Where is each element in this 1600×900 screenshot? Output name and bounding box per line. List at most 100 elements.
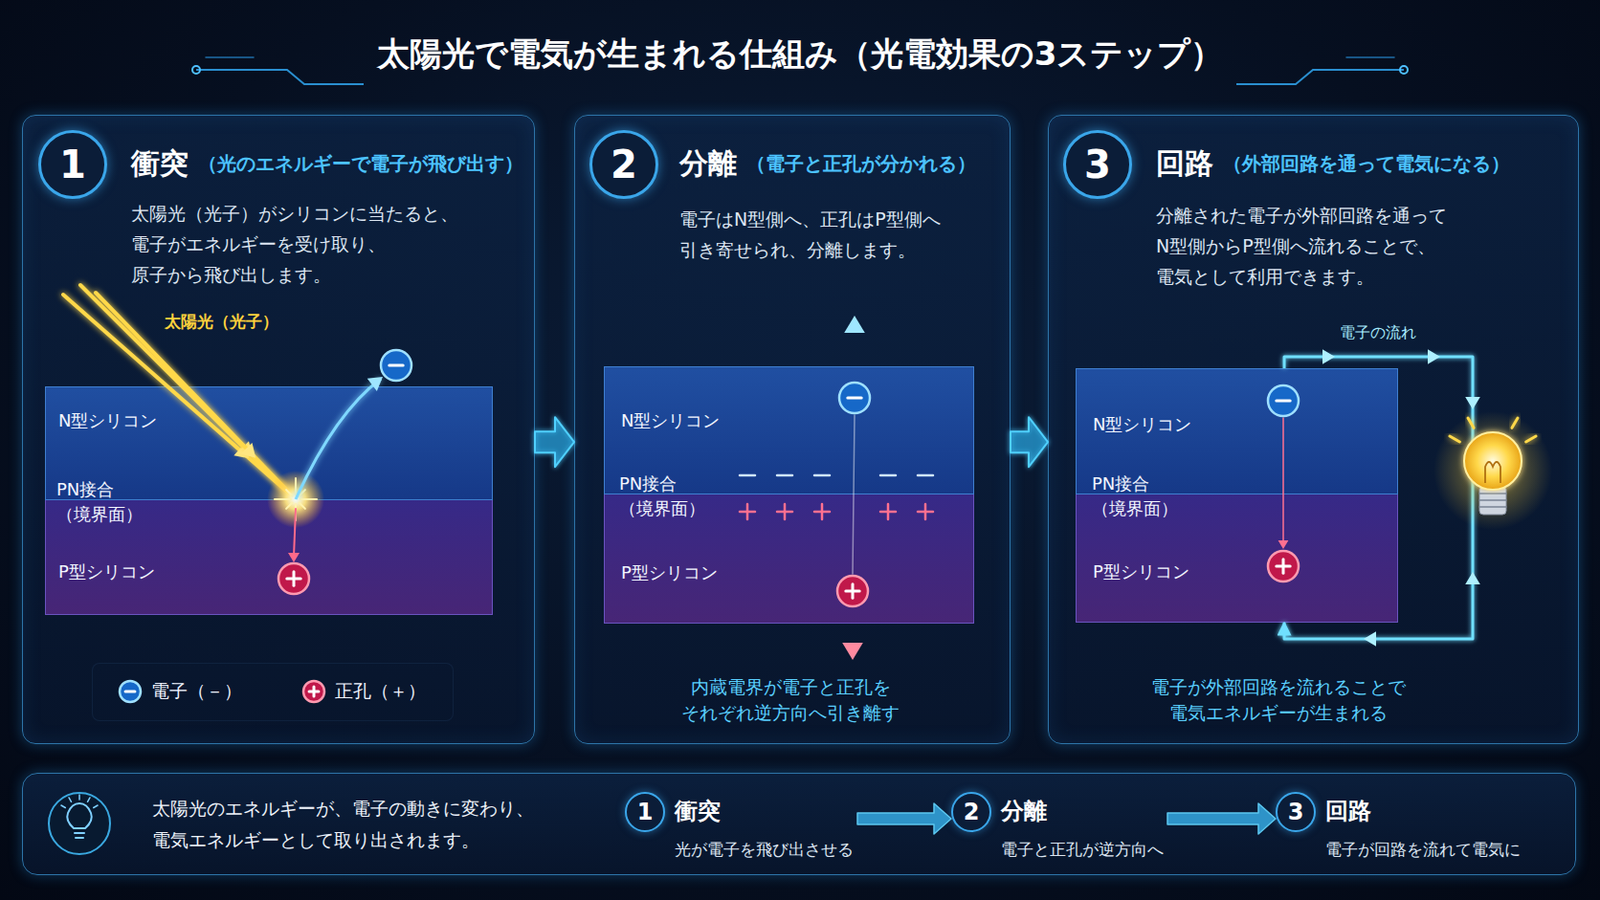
- sunlight-ray: [63, 294, 296, 500]
- summary-step: 1衝突光が電子を飛び出させる: [624, 792, 858, 864]
- sunlight-arrowhead: [240, 443, 262, 465]
- hole-symbol: [303, 681, 325, 703]
- hole-symbol: [1267, 551, 1299, 582]
- sign-stroke: [125, 690, 135, 694]
- impact-star: [294, 478, 297, 495]
- step-number: 2: [963, 799, 980, 826]
- step-summary: 光が電子を飛び出させる: [674, 838, 854, 862]
- pn-junction-line: [1181, 492, 1396, 495]
- text-holder: 回路: [1325, 796, 1372, 827]
- text-holder: 光が電子を飛び出させる: [674, 838, 854, 862]
- step-panel: 回路（外部回路を通って電気になる）分離された電子が外部回路を通って N型側からP…: [1047, 114, 1579, 745]
- text-holder: 分離: [1000, 796, 1047, 827]
- electron-symbol: [1267, 385, 1299, 417]
- text-holder: 回路: [1155, 144, 1214, 183]
- text-holder: 太陽光（光子）がシリコンに当たると、 電子がエネルギーを受け取り、 原子から飛び…: [131, 198, 462, 290]
- impact-star: [286, 489, 292, 496]
- text-holder: 衝突: [131, 144, 189, 183]
- light-bulb: [1464, 432, 1522, 490]
- label-holder: 電子が外部回路を流れることで 電気エネルギーが生まれる: [1150, 674, 1408, 727]
- flow-arrow: [534, 417, 575, 467]
- step-description: 太陽光（光子）がシリコンに当たると、 電子がエネルギーを受け取り、 原子から飛び…: [131, 198, 462, 290]
- idea-icon: [68, 798, 72, 802]
- flow-arrowhead: [1322, 349, 1335, 365]
- sign-stroke: [292, 572, 296, 586]
- positive-charge: [746, 504, 750, 520]
- idea-icon: [93, 805, 98, 809]
- bulb-ray: [1449, 436, 1460, 443]
- label-holder: 内蔵電界が電子と正孔を それぞれ逆方向へ引き離す: [680, 674, 902, 727]
- impact-star: [294, 504, 297, 521]
- text-holder: P型シリコン: [58, 559, 156, 585]
- step-heading: 回路: [1325, 796, 1372, 827]
- negative-charge: [739, 474, 756, 478]
- bulb-ray: [1467, 418, 1474, 428]
- layer-label: P型シリコン: [621, 560, 718, 586]
- step-summary: 電子が回路を流れて電気に: [1325, 838, 1521, 862]
- text-holder: 2: [592, 133, 656, 197]
- text-holder: （外部回路を通って電気になる）: [1222, 151, 1511, 177]
- summary-step: 3回路電子が回路を流れて電気に: [1275, 792, 1525, 864]
- text-holder: P型シリコン: [1092, 559, 1190, 585]
- electron-symbol: [380, 350, 412, 381]
- hole-arrowhead: [842, 643, 864, 661]
- impact-star: [286, 503, 292, 510]
- bulb-glow: [1433, 411, 1553, 531]
- label-holder: 太陽光（光子）: [164, 310, 279, 334]
- text-holder: 1: [41, 133, 105, 197]
- bulb-ray: [1511, 418, 1518, 428]
- junction-label: PN接合 （境界面）: [56, 477, 146, 528]
- text-holder: 電子はN型側へ、正孔はP型側へ 引き寄せられ、分離します。: [679, 203, 944, 266]
- layer-label: P型シリコン: [58, 559, 156, 585]
- title-decoration: [1346, 56, 1395, 59]
- step-heading: 衝突: [131, 144, 189, 183]
- edge-label: 電子の流れ: [1339, 323, 1417, 343]
- flow-arrow: [857, 803, 952, 835]
- electron-arrowhead: [367, 370, 388, 392]
- summary-step: 2分離電子と正孔が逆方向へ: [951, 792, 1168, 864]
- sign-stroke: [389, 364, 403, 368]
- sunlight-arrowhead: [233, 444, 255, 466]
- summary-text: 太陽光のエネルギーが、電子の動きに変わり、 電気エネルギーとして取り出されます。: [152, 793, 537, 857]
- step-number: 1: [637, 799, 654, 826]
- flow-arrow: [1010, 417, 1048, 467]
- diagram-title: 太陽光で電気が生まれる仕組み（光電効果の3ステップ）: [0, 32, 1600, 75]
- layer-label: N型シリコン: [58, 408, 157, 434]
- electron-path: [295, 378, 381, 500]
- sign-stroke: [851, 584, 855, 599]
- negative-charge: [777, 474, 793, 478]
- electron-symbol: [119, 681, 141, 703]
- label-holder: 電子の流れ: [1339, 323, 1417, 343]
- sign-stroke: [847, 397, 862, 400]
- step-heading: 分離: [1000, 796, 1047, 827]
- legend-text: 電子（－）: [151, 679, 243, 705]
- step-caption: 内蔵電界が電子と正孔を それぞれ逆方向へ引き離す: [680, 674, 902, 727]
- idea-icon: [74, 832, 85, 835]
- flow-arrowhead: [1465, 397, 1481, 410]
- legend-item: 電子（－）: [116, 678, 243, 706]
- junction-label: PN接合 （境界面）: [619, 471, 709, 522]
- positive-charge: [924, 504, 928, 520]
- positive-charge: [880, 511, 896, 514]
- title-decoration: [1236, 69, 1404, 85]
- hole-symbol: [278, 563, 310, 595]
- title-holder: 太陽光で電気が生まれる仕組み（光電効果の3ステップ）: [0, 32, 1600, 75]
- legend-text: 正孔（＋）: [334, 679, 426, 705]
- bulb-ray: [1526, 436, 1536, 443]
- sunlight-ray: [80, 285, 296, 500]
- flow-arrowhead: [1465, 572, 1481, 585]
- circuit-wire: [1284, 356, 1473, 640]
- step-subheading: （光のエネルギーで電子が飛び出す）: [198, 151, 524, 177]
- positive-charge: [739, 511, 756, 514]
- sign-stroke: [312, 687, 316, 697]
- step-number: 2: [610, 143, 638, 186]
- hole-arrow: [850, 608, 855, 647]
- sign-stroke: [845, 590, 860, 594]
- hole-path: [293, 509, 296, 557]
- sign-stroke: [1276, 565, 1290, 569]
- legend-swatch: [116, 678, 144, 706]
- text-holder: P型シリコン: [621, 560, 718, 586]
- title-decoration: [1400, 66, 1408, 74]
- text-holder: 太陽光のエネルギーが、電子の動きに変わり、 電気エネルギーとして取り出されます。: [152, 793, 537, 857]
